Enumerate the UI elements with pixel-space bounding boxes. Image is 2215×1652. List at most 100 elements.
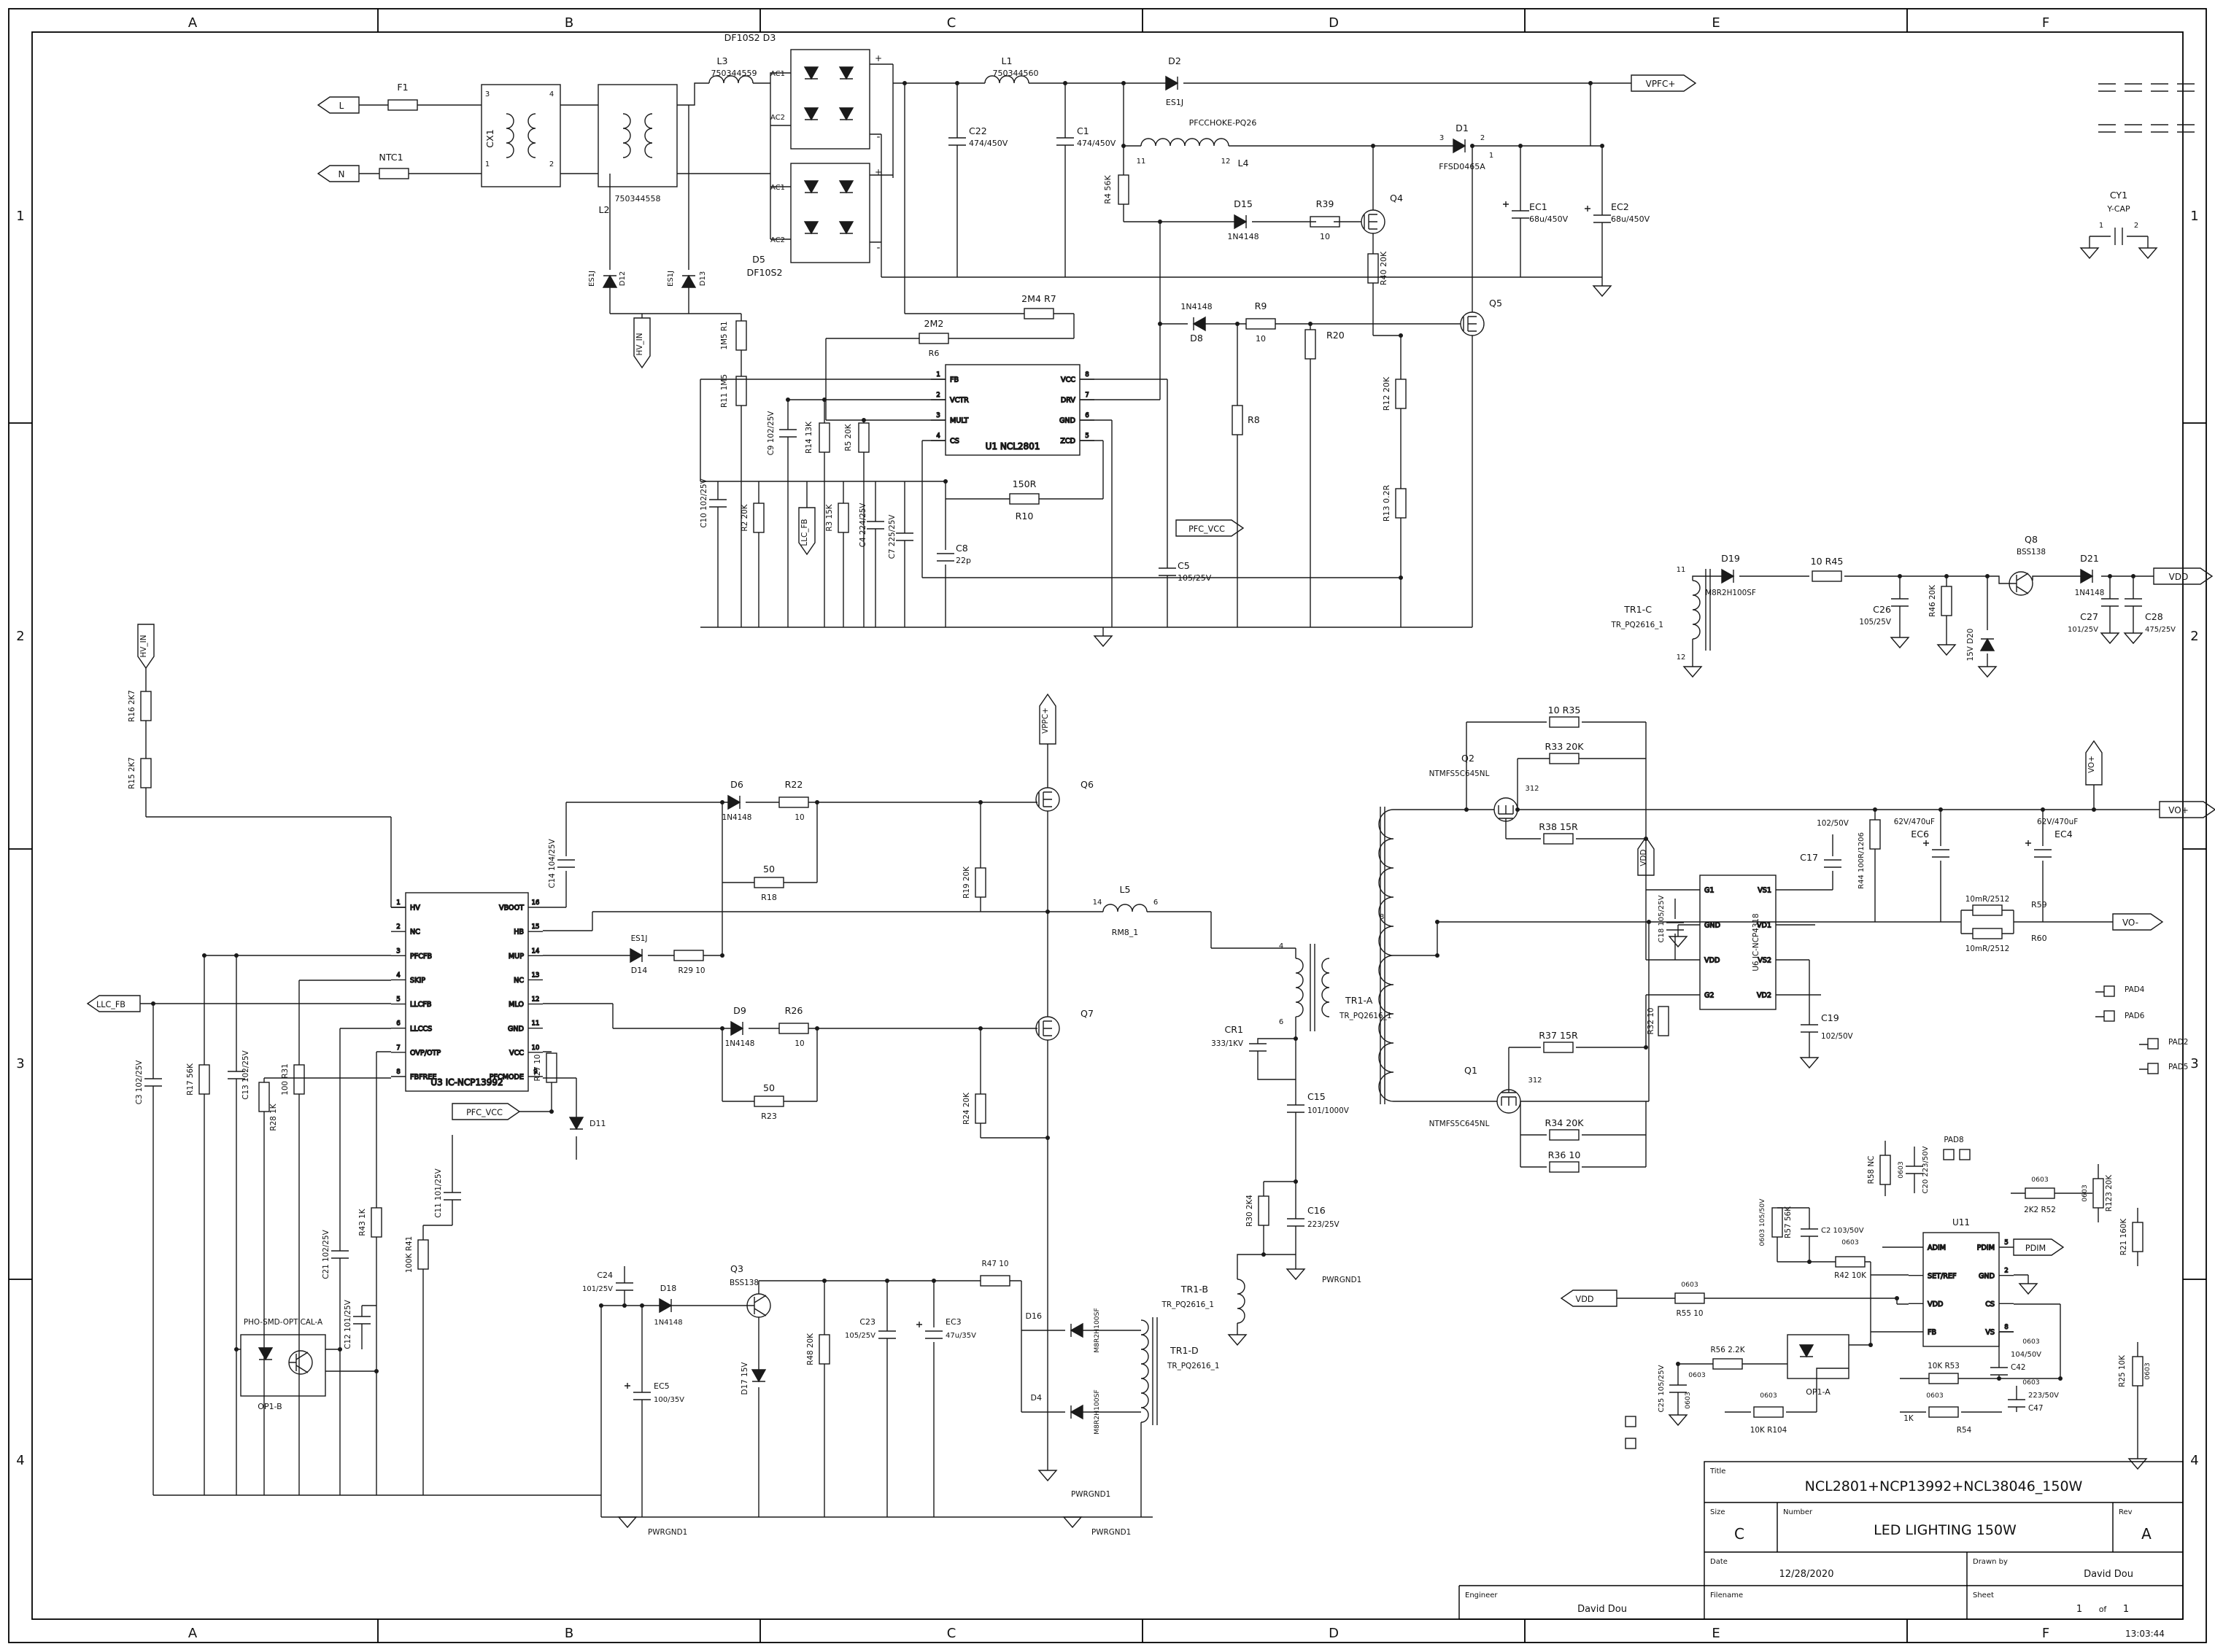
size-value: C bbox=[1734, 1525, 1744, 1543]
ic-pin-number: 4 bbox=[936, 432, 940, 439]
schematic-label: R24 20K bbox=[962, 1092, 971, 1125]
net-flag-VO+ bbox=[2159, 801, 2215, 818]
res-R60 bbox=[1972, 928, 2003, 939]
schematic-label: CX1 bbox=[484, 129, 495, 147]
zone-row-label: 4 bbox=[16, 1453, 24, 1468]
junction-dot bbox=[1944, 574, 1949, 578]
schematic-label: 0603 bbox=[1684, 1392, 1692, 1409]
cap-C22 bbox=[948, 137, 966, 146]
symbol-core bbox=[1310, 944, 1315, 1031]
schematic-label: 11 bbox=[1137, 158, 1146, 166]
res-R59 bbox=[1972, 904, 2003, 916]
schematic-label: OP1-B bbox=[258, 1402, 282, 1411]
schematic-label: VDD bbox=[1576, 1295, 1594, 1304]
junction-dot bbox=[1898, 574, 1902, 578]
schematic-label: 0603 bbox=[2144, 1362, 2152, 1380]
schematic-label: C26 bbox=[1873, 604, 1891, 615]
schematic-label: 68u/450V bbox=[1529, 214, 1569, 224]
symbol-gnd bbox=[1890, 637, 1910, 649]
schematic-label: TR_PQ2616_1 bbox=[1161, 1300, 1214, 1309]
junction-dot bbox=[1158, 322, 1162, 326]
ic-pin-number: 5 bbox=[1085, 432, 1089, 439]
schematic-label: M8R2H100SF bbox=[1705, 589, 1756, 597]
schematic-label: R20 bbox=[1326, 330, 1345, 341]
cap-C7 bbox=[896, 532, 913, 541]
schematic-label: PWRGND1 bbox=[1071, 1490, 1110, 1499]
schematic-label: R44 100R/1206 bbox=[1858, 832, 1866, 889]
schematic-label: R27 10 bbox=[533, 1055, 542, 1082]
sheet-label: Sheet bbox=[1973, 1591, 1994, 1599]
symbol-gnd bbox=[1799, 1057, 1820, 1069]
ic-pin-number: 9 bbox=[533, 1068, 537, 1075]
schematic-label: PWRGND1 bbox=[648, 1528, 687, 1537]
schematic-label: R13 0.2R bbox=[1382, 485, 1391, 522]
res-R13 bbox=[1395, 488, 1407, 519]
schematic-label: TR_PQ2616_1 bbox=[1167, 1362, 1219, 1370]
schematic-label: PAD5 bbox=[2168, 1063, 2188, 1071]
sheet-border bbox=[8, 8, 2207, 1643]
res-R37 bbox=[1543, 1042, 1574, 1053]
cap-C42 bbox=[1990, 1367, 2008, 1376]
schematic-label: PAD6 bbox=[2125, 1012, 2144, 1020]
schematic-label: 105/25V bbox=[1859, 618, 1892, 627]
res-R23 bbox=[754, 1095, 784, 1107]
ic-pin-name: VDD bbox=[1928, 1300, 1943, 1308]
schematic-label: 0603 bbox=[2031, 1176, 2049, 1184]
cap-EC4 bbox=[2025, 840, 2052, 858]
cap-C1 bbox=[1056, 137, 1074, 146]
symbol-gnd bbox=[1286, 1268, 1306, 1281]
schematic-label: D4 bbox=[1031, 1393, 1042, 1403]
date-label: Date bbox=[1710, 1558, 1728, 1566]
ic-pin-number: 13 bbox=[532, 971, 540, 978]
junction-dot bbox=[1518, 144, 1523, 148]
symbol-diode_d bbox=[803, 107, 819, 121]
symbol-gnd bbox=[2123, 632, 2144, 645]
ic-pin-number: 5 bbox=[2004, 1238, 2008, 1246]
diode-D9 bbox=[730, 1020, 744, 1036]
symbol-diode_d bbox=[803, 66, 819, 80]
terminal-L bbox=[317, 96, 360, 114]
schematic-label: R4 56K bbox=[1103, 175, 1113, 204]
res-R33 bbox=[1549, 753, 1580, 764]
junction-dot bbox=[1435, 920, 1439, 924]
schematic-label: L bbox=[339, 101, 344, 111]
junction-dot bbox=[1644, 1045, 1648, 1050]
ic-pin-name: VS2 bbox=[1758, 957, 1771, 965]
schematic-label: D14 bbox=[631, 966, 647, 975]
winding-TR1D bbox=[1140, 1319, 1149, 1423]
drawn-by-value: David Dou bbox=[2084, 1569, 2133, 1580]
junction-dot bbox=[2058, 1376, 2063, 1381]
schematic-label: NTC1 bbox=[379, 152, 403, 163]
ic-pin-number: 4 bbox=[396, 971, 400, 978]
zone-row-label: 2 bbox=[16, 629, 24, 644]
schematic-label: 10K R104 bbox=[1750, 1426, 1787, 1435]
junction-dot bbox=[720, 953, 724, 958]
schematic-label: 10 bbox=[1320, 232, 1330, 241]
ic-pin-name: VS bbox=[1985, 1329, 1995, 1337]
schematic-label: 475/25V bbox=[2145, 626, 2176, 634]
symbol-gnd bbox=[2138, 247, 2158, 260]
schematic-label: ES1J bbox=[588, 271, 596, 287]
schematic-label: 0603 bbox=[1760, 1392, 1777, 1400]
res-R39 bbox=[1310, 216, 1340, 228]
cap-C14 bbox=[557, 859, 575, 868]
schematic-label: 3 bbox=[1439, 134, 1444, 142]
ic-pin-name: PFCMODE bbox=[490, 1074, 524, 1082]
schematic-label: 1 bbox=[2099, 222, 2103, 230]
res-R38 bbox=[1543, 833, 1574, 845]
symbol-gnd bbox=[1682, 666, 1703, 678]
diode-D1 bbox=[1453, 138, 1466, 154]
schematic-label: 0603 bbox=[1681, 1281, 1698, 1289]
junction-dot bbox=[786, 398, 790, 402]
junction-dot bbox=[1371, 144, 1375, 148]
res-R55 bbox=[1674, 1292, 1705, 1304]
schematic-label: R3 15K bbox=[825, 503, 834, 531]
ic-pin-name: VCC bbox=[509, 1049, 524, 1057]
junction-dot bbox=[955, 81, 959, 85]
ic-pin-name: ZCD bbox=[1060, 438, 1075, 446]
pad-PAD6 bbox=[2103, 1010, 2115, 1022]
ic-pin-name: HV bbox=[410, 904, 420, 912]
schematic-label: 0603 bbox=[2022, 1338, 2040, 1346]
schematic-label: R59 bbox=[2031, 900, 2047, 910]
